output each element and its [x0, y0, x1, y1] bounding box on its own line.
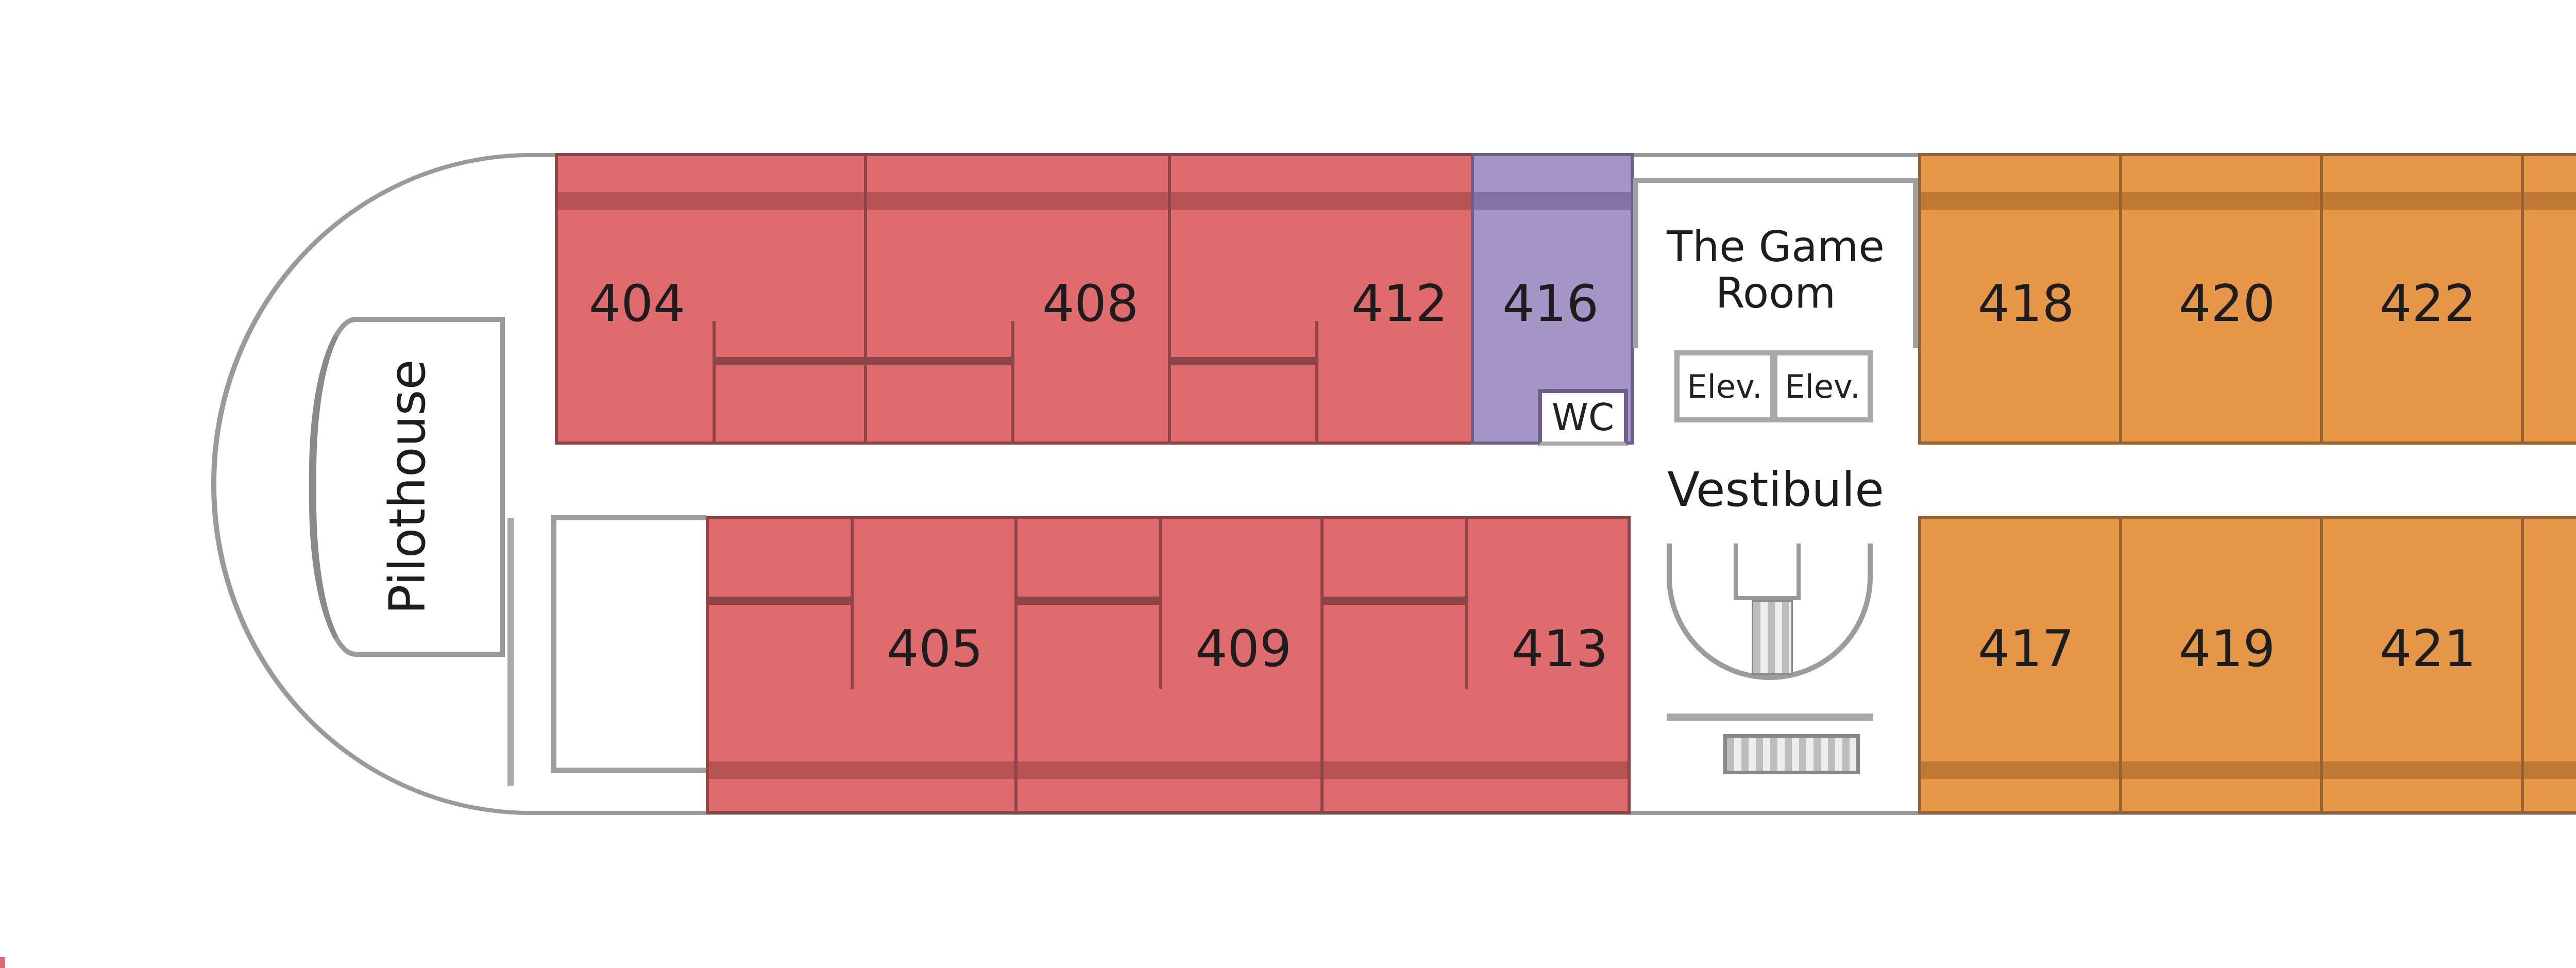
cabin-404[interactable]: 404 [555, 153, 867, 445]
cabin-420[interactable]: 420 [2119, 153, 2323, 445]
cabin-418[interactable]: 418 [1918, 153, 2122, 445]
cabin-417[interactable]: 417 [1918, 516, 2122, 814]
wc[interactable]: WC [1538, 389, 1628, 446]
cabin-number: 413 [1512, 620, 1608, 678]
cabin-412[interactable]: 412 [1168, 153, 1474, 445]
cabin-number: 416 [1502, 275, 1599, 333]
cabin-416[interactable]: 416 [1471, 153, 1634, 445]
cabin-number: 418 [1978, 275, 2075, 333]
corner-marker [0, 957, 5, 968]
vestibule-label: Vestibule [1667, 462, 1884, 517]
cabin-number: 404 [589, 275, 686, 333]
cabin-422[interactable]: 422 [2320, 153, 2524, 445]
pilothouse-label: Pilothouse [379, 359, 437, 615]
cabin-408[interactable]: 408 [864, 153, 1171, 445]
wc-label: WC [1551, 396, 1615, 439]
cabin-424[interactable]: 424 [2521, 153, 2576, 445]
game-room[interactable]: The Game Room [1633, 178, 1918, 348]
elevator-1-label: Elev. [1687, 367, 1762, 405]
cabin-number: 422 [2380, 275, 2477, 333]
game-room-label-line1: The Game [1667, 223, 1885, 271]
cabin-number: 421 [2380, 620, 2477, 678]
cabin-number: 420 [2179, 275, 2276, 333]
elevator-2[interactable]: Elev. [1772, 350, 1873, 422]
forward-wall [507, 518, 514, 786]
cabin-number: 405 [887, 620, 984, 678]
elevator-1[interactable]: Elev. [1674, 350, 1775, 422]
cabin-405[interactable]: 405 [706, 516, 1018, 814]
cabin-number: 419 [2179, 620, 2276, 678]
vestibule-lower-wall [1667, 714, 1873, 721]
cabin-number: 408 [1042, 275, 1139, 333]
game-room-label-line2: Room [1715, 269, 1836, 318]
pilothouse[interactable]: Pilothouse [309, 317, 505, 657]
cabin-number: 412 [1351, 275, 1448, 333]
cabin-number: 409 [1195, 620, 1292, 678]
stairs-icon [1723, 734, 1860, 774]
cabin-number: 417 [1978, 620, 2075, 678]
cabin-423[interactable]: 423 [2521, 516, 2576, 814]
forward-storage-room [551, 515, 706, 773]
elevator-2-label: Elev. [1785, 367, 1860, 405]
cabin-409[interactable]: 409 [1014, 516, 1324, 814]
cabin-413[interactable]: 413 [1320, 516, 1631, 814]
cabin-421[interactable]: 421 [2320, 516, 2524, 814]
cabin-419[interactable]: 419 [2119, 516, 2323, 814]
